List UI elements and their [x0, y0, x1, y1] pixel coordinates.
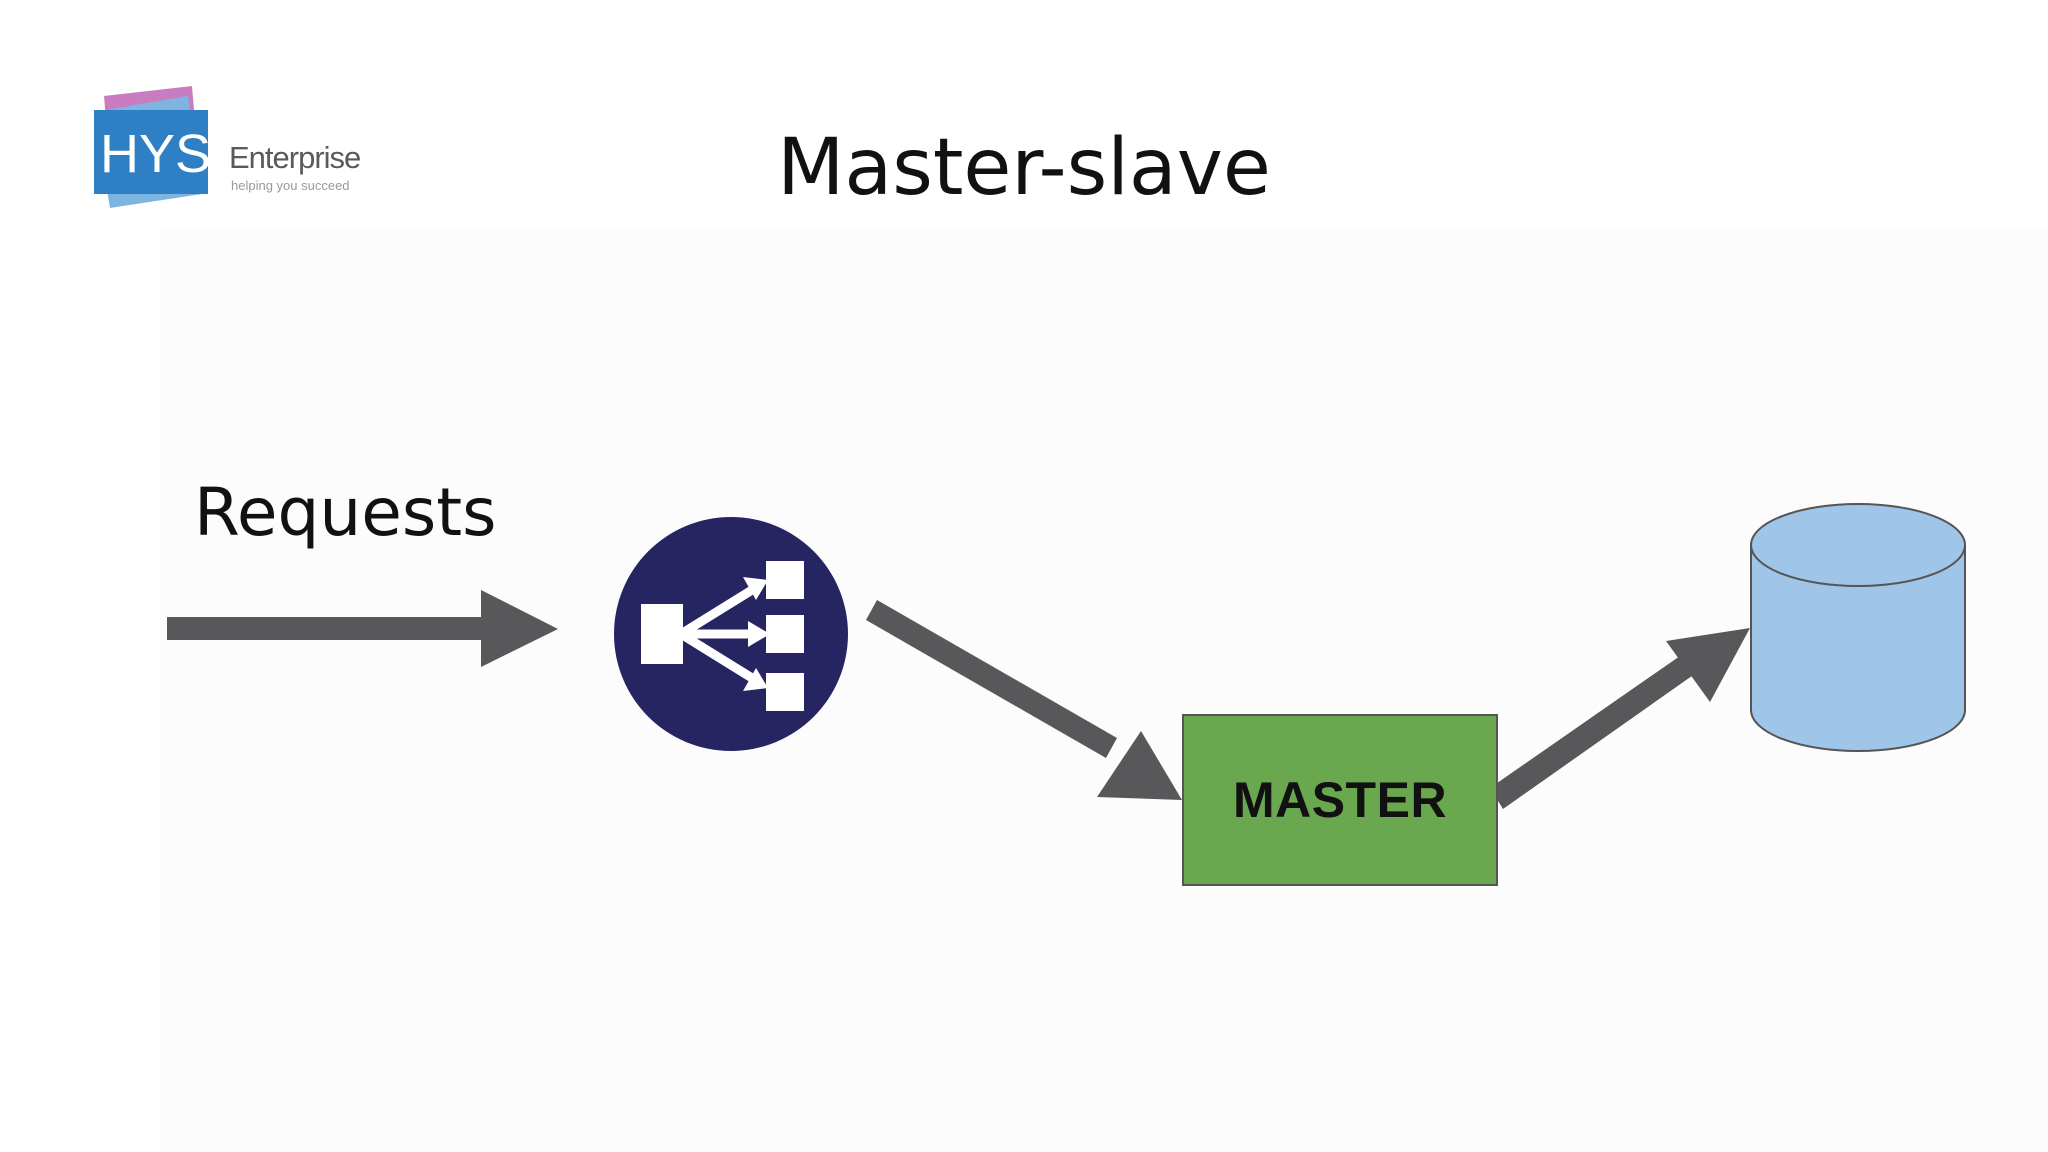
load-balancer-icon [614, 517, 848, 751]
requests-arrow [167, 590, 558, 667]
logo-wordmark: Enterprise [229, 140, 361, 175]
master-to-database-arrow [1490, 628, 1750, 809]
lb-to-master-arrow [866, 600, 1182, 800]
master-node: MASTER [1182, 714, 1498, 886]
logo-mark-text: HYS [100, 124, 211, 184]
content-panel [160, 230, 2048, 1152]
requests-label: Requests [194, 474, 497, 551]
logo-mark-icon: HYS [94, 86, 211, 208]
company-logo: HYS Enterprise helping you succeed [88, 82, 378, 222]
slide-title: Master-slave [777, 123, 1271, 213]
database-cylinder-icon [1750, 503, 1966, 752]
logo-tagline: helping you succeed [231, 178, 350, 193]
master-label: MASTER [1232, 772, 1448, 828]
